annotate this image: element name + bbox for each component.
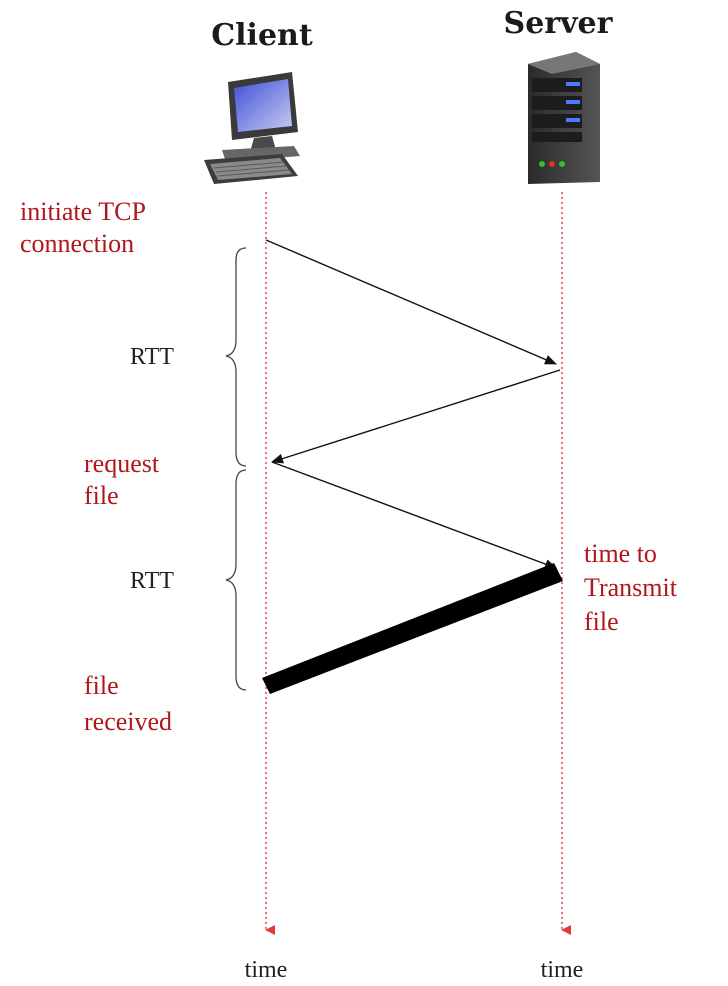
rtt1-label: RTT [130,344,174,370]
syn-arrow [265,239,557,365]
rtt2-brace [225,469,247,691]
request-label-line1: request [84,449,160,478]
request-label-line2: file [84,481,119,510]
rtt1-brace [225,247,247,467]
request-arrow [271,461,557,569]
transmit-label-line1: time to [584,539,657,568]
server-title: Server [504,6,614,41]
initiate-label-line1: initiate TCP [20,197,146,226]
desktop-computer-icon [204,72,300,184]
initiate-label-line2: connection [20,229,134,258]
transmit-label-line2: Transmit [584,573,678,602]
synack-arrow [271,369,561,464]
client-title: Client [211,18,313,53]
received-label-line1: file [84,671,119,700]
rtt2-label: RTT [130,568,174,594]
client-time-label: time [245,957,288,983]
server-tower-icon [528,52,600,184]
server-time-label: time [541,957,584,983]
file-transfer-bar [262,563,563,694]
received-label-line2: received [84,707,172,736]
transmit-label-line3: file [584,607,619,636]
